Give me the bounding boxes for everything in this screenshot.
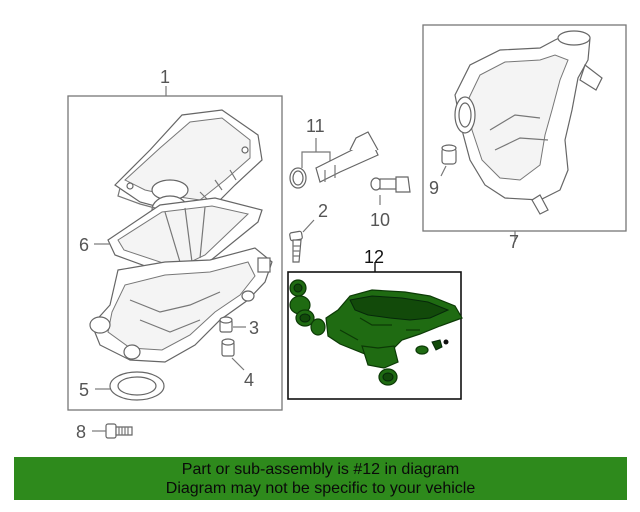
sensor-11 bbox=[289, 131, 379, 189]
callout-2: 2 bbox=[318, 201, 328, 221]
callout-4: 4 bbox=[244, 370, 254, 390]
callout-9: 9 bbox=[429, 178, 439, 198]
banner-line-1: Part or sub-assembly is #12 in diagram bbox=[181, 461, 460, 478]
air-cleaner-lower-housing bbox=[89, 247, 273, 363]
callout-10: 10 bbox=[370, 210, 390, 230]
filter-element bbox=[107, 197, 263, 279]
callout-8: 8 bbox=[76, 422, 86, 442]
assembly-1-box bbox=[67, 86, 283, 411]
bolt-8 bbox=[92, 423, 133, 439]
callout-11: 11 bbox=[306, 116, 325, 136]
callout-7: 7 bbox=[509, 232, 519, 252]
insulator-4 bbox=[221, 338, 245, 371]
assembly-12-box bbox=[287, 262, 462, 400]
callout-3: 3 bbox=[249, 318, 259, 338]
grommet-3 bbox=[219, 316, 246, 333]
grommet-9 bbox=[440, 144, 457, 177]
callout-1: 1 bbox=[160, 67, 170, 87]
callout-6: 6 bbox=[79, 235, 89, 255]
highlighted-air-cleaner-assembly bbox=[289, 279, 463, 386]
parts-diagram: 1 2 3 4 5 6 7 8 9 10 11 12 bbox=[67, 24, 627, 442]
seal-ring-5 bbox=[95, 371, 165, 401]
info-banner: Part or sub-assembly is #12 in diagram D… bbox=[14, 457, 627, 500]
resonator-duct bbox=[454, 30, 603, 215]
assembly-7-box bbox=[422, 24, 627, 242]
banner-line-2: Diagram may not be specific to your vehi… bbox=[165, 480, 476, 497]
bolt-10 bbox=[370, 176, 411, 205]
callout-12: 12 bbox=[364, 247, 384, 267]
bolt-2 bbox=[289, 219, 315, 263]
callout-5: 5 bbox=[79, 380, 89, 400]
